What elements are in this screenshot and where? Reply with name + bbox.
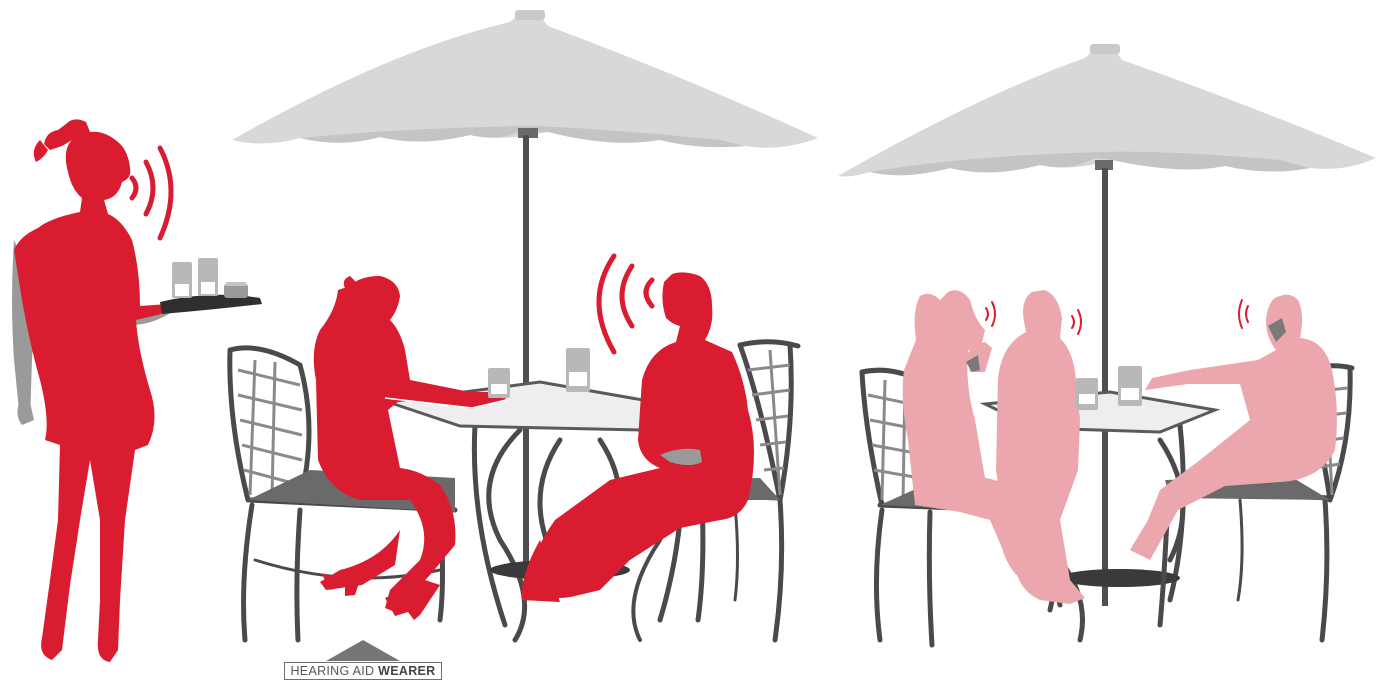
label-emphasis: WEARER (378, 664, 435, 678)
man-speaker (522, 272, 754, 602)
man-sound-waves (599, 256, 652, 352)
right-umbrella-pole (1102, 168, 1108, 606)
woman-hearing-aid-wearer (314, 276, 508, 620)
wearer-pointer-arrow (326, 640, 400, 661)
left-chair-a-lattice (238, 360, 302, 497)
waitress-sound-waves (132, 148, 171, 238)
waitress-tray (160, 258, 262, 314)
waitress-speaker (12, 119, 172, 662)
left-umbrella (232, 10, 818, 148)
hearing-aid-wearer-label: HEARING AID WEARER (284, 662, 442, 680)
label-prefix: HEARING AID (290, 664, 374, 678)
left-umbrella-pole (523, 135, 529, 575)
right-umbrella (838, 44, 1376, 177)
